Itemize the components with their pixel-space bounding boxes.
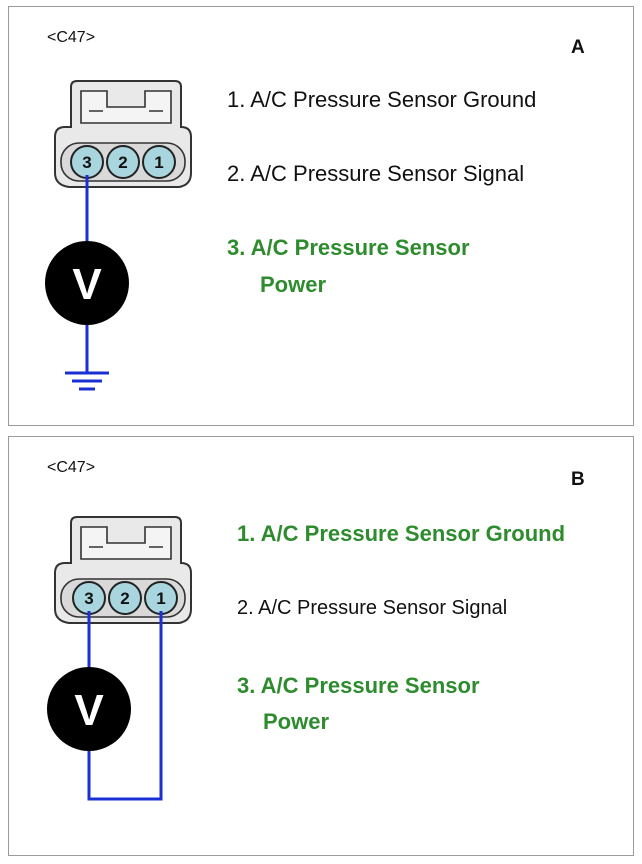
panel-a: <C47> A 3 2 1 V xyxy=(8,6,634,426)
pin-2-description: 2. A/C Pressure Sensor Signal xyxy=(227,161,525,186)
pin-3-description: 3. A/C Pressure Sensor xyxy=(237,673,480,698)
pin-1: 1 xyxy=(142,145,176,179)
wiring-diagram: 3 2 1 V xyxy=(47,516,192,801)
pin-1-description: 1. A/C Pressure Sensor Ground xyxy=(227,87,537,112)
pin-1: 1 xyxy=(144,581,178,615)
ground-icon xyxy=(65,371,109,391)
connector-code: <C47> xyxy=(47,29,96,46)
voltmeter-symbol: V xyxy=(74,686,104,735)
panel-letter: A xyxy=(571,37,585,58)
voltmeter-symbol: V xyxy=(72,260,102,309)
pin-3-description-cont: Power xyxy=(263,709,330,734)
pin-2: 2 xyxy=(106,145,140,179)
probe-wire-pin-1 xyxy=(87,611,163,801)
voltmeter: V xyxy=(45,241,129,325)
pin-3: 3 xyxy=(72,581,106,615)
pin-3-label: 3 xyxy=(82,153,91,172)
connector-code: <C47> xyxy=(47,459,96,476)
pin-3-label: 3 xyxy=(84,589,93,608)
pin-1-description: 1. A/C Pressure Sensor Ground xyxy=(237,521,566,546)
pin-2: 2 xyxy=(108,581,142,615)
panel-b: <C47> B 3 2 1 V 1. A/C Pressure Sensor xyxy=(8,436,634,856)
pin-2-label: 2 xyxy=(118,153,127,172)
pin-3-description: 3. A/C Pressure Sensor xyxy=(227,235,470,260)
pin-2-label: 2 xyxy=(120,589,129,608)
wiring-diagram: 3 2 1 V xyxy=(45,80,192,391)
pin-2-description: 2. A/C Pressure Sensor Signal xyxy=(237,597,508,619)
pin-3: 3 xyxy=(70,145,104,179)
pin-1-label: 1 xyxy=(154,153,163,172)
voltmeter: V xyxy=(47,667,131,751)
panel-letter: B xyxy=(571,469,585,490)
pin-1-label: 1 xyxy=(156,589,165,608)
pin-3-description-cont: Power xyxy=(260,272,327,297)
